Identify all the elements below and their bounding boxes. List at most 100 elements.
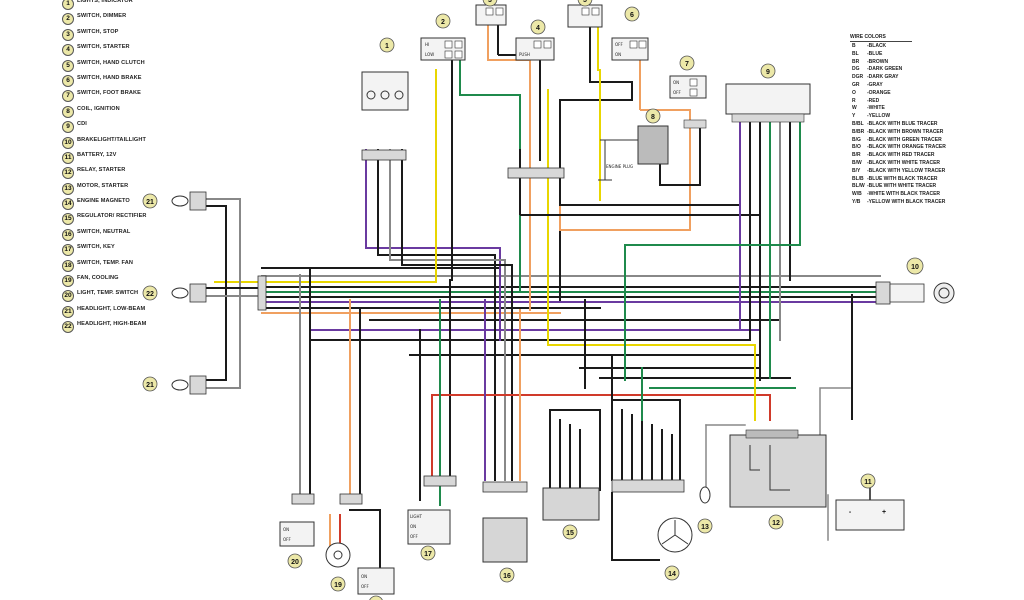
label-spark-plug: ENGINE PLUG xyxy=(606,164,633,169)
legend-label: SWITCH, TEMP. FAN xyxy=(77,259,133,266)
wire-color-item: B/O-BLACK WITH ORANGE TRACER xyxy=(850,144,946,152)
battery-minus: - xyxy=(849,509,852,516)
component-18-fan-switch: ON OFF xyxy=(357,567,395,595)
component-21-22-headlights xyxy=(171,191,267,395)
legend-number: 4 xyxy=(62,44,74,57)
svg-text:ON: ON xyxy=(673,80,679,85)
legend-number: 10 xyxy=(62,136,74,149)
callout-16: 16 xyxy=(503,573,511,580)
harness-connectors xyxy=(507,167,565,179)
legend-number: 13 xyxy=(62,182,74,195)
callout-9: 9 xyxy=(766,69,770,76)
wire-color-item: B/W -BLACK WITH WHITE TRACER xyxy=(850,159,940,168)
label-light: LIGHT xyxy=(410,514,423,519)
component-11-battery: - + xyxy=(835,499,905,531)
callout-bubbles: 1 2 3 4 5 6 7 8 9 10 11 12 13 14 15 16 1… xyxy=(142,0,924,600)
callout-21-top: 21 xyxy=(146,199,154,206)
legend-label: HEADLIGHT, HIGH-BEAM xyxy=(77,321,147,328)
wire-color-item: BL/B-BLUE WITH BLACK TRACER xyxy=(850,176,938,184)
main-harness-bundle xyxy=(214,267,881,389)
callout-4: 4 xyxy=(536,25,540,32)
callout-7: 7 xyxy=(685,61,689,68)
component-3-stop-switch xyxy=(475,4,507,26)
wire-color-item: BR-BROWN xyxy=(850,59,920,67)
component-2-dimmer-switch: HI LOW xyxy=(420,37,466,61)
wire-color-name: -ORANGE xyxy=(867,89,891,96)
wire-color-code: DGR xyxy=(852,74,864,81)
headlight-wiring xyxy=(204,198,263,389)
wire-color-item: Y-YELLOW xyxy=(850,113,920,121)
wire-color-code: B/BR xyxy=(852,128,865,135)
legend-label: SWITCH, FOOT BRAKE xyxy=(77,90,141,97)
component-9-cdi xyxy=(725,83,811,123)
component-15-regulator xyxy=(542,487,600,521)
wire-color-code: W xyxy=(852,105,857,112)
legend-label: SWITCH, STOP xyxy=(77,28,119,35)
wire-color-name: -BLACK WITH GREEN TRACER xyxy=(867,136,942,143)
legend-number: 6 xyxy=(62,74,74,87)
legend-label: BATTERY, 12V xyxy=(77,151,117,158)
component-20-temp-light: ON OFF xyxy=(279,493,315,547)
wire-color-name: -BLACK WITH BLUE TRACER xyxy=(867,120,938,127)
wire-color-name: -BLUE WITH WHITE TRACER xyxy=(867,183,937,190)
callout-15: 15 xyxy=(566,530,574,537)
legend-label: SWITCH, NEUTRAL xyxy=(77,228,131,235)
wire-color-name: -WHITE xyxy=(867,105,885,112)
wire-color-code: B/R xyxy=(852,152,861,159)
wire-color-code: B xyxy=(852,43,856,49)
callout-5: 5 xyxy=(583,0,587,4)
wire-color-name: -YELLOW WITH BLACK TRACER xyxy=(867,198,946,205)
wire-color-name: -DARK GREEN xyxy=(867,66,903,73)
wire-color-code: B/BL xyxy=(852,120,864,127)
legend-label: SWITCH, DIMMER xyxy=(77,13,127,20)
legend-label: SWITCH, KEY xyxy=(77,244,115,251)
wire-color-name: -BLACK WITH WHITE TRACER xyxy=(867,159,941,166)
wire-color-code: R xyxy=(852,97,856,104)
callout-12: 12 xyxy=(772,520,780,527)
component-8-ignition-coil: ENGINE PLUG xyxy=(598,125,669,181)
component-17-key-switch: LIGHT ON OFF xyxy=(407,475,457,545)
svg-text:OFF: OFF xyxy=(361,584,369,589)
svg-text:ON: ON xyxy=(410,524,416,529)
legend-label: REGULATOR/ RECTIFIER xyxy=(77,213,147,220)
wire-color-name: -DARK GRAY xyxy=(867,74,899,81)
legend-number: 5 xyxy=(62,59,74,72)
wire-color-title: WIRE COLORS xyxy=(850,34,912,42)
callout-1: 1 xyxy=(385,43,389,50)
wire-color-item: B/BL-BLACK WITH BLUE TRACER xyxy=(850,120,938,129)
wire-color-item: B/Y-BLACK WITH YELLOW TRACER xyxy=(850,167,945,176)
wire-color-name: -BLACK WITH RED TRACER xyxy=(867,152,935,159)
legend-number: 15 xyxy=(62,213,74,226)
legend-number: 21 xyxy=(62,305,74,318)
callout-2: 2 xyxy=(441,19,445,26)
wire-color-code: B/W xyxy=(852,159,862,166)
legend-number: 14 xyxy=(62,198,74,211)
wire-color-name: -YELLOW xyxy=(867,113,891,120)
label-on: ON xyxy=(615,52,621,57)
svg-text:OFF: OFF xyxy=(283,537,291,542)
legend-label: BRAKELIGHT/TAILLIGHT xyxy=(77,136,147,143)
legend-number: 1 xyxy=(62,0,74,10)
component-12-starter-relay xyxy=(729,429,827,508)
legend-label: ENGINE MAGNETO xyxy=(77,198,130,205)
wire-color-name: -BROWN xyxy=(867,58,889,65)
legend-number: 18 xyxy=(62,259,74,272)
legend-number: 8 xyxy=(62,105,74,118)
wire-color-name: -RED xyxy=(867,97,880,104)
wire-color-code: B/Y xyxy=(852,167,861,174)
wire-color-item: DG-DARK GREEN xyxy=(850,66,920,74)
component-7-foot-brake-switch: ON OFF xyxy=(669,75,707,129)
